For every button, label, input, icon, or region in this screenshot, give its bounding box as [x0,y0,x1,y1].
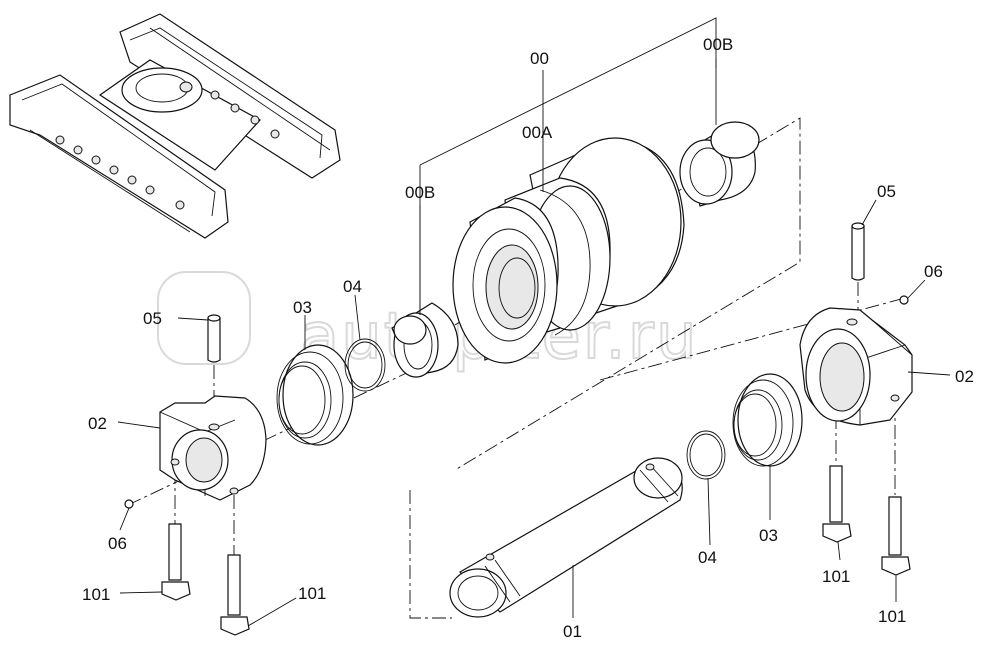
label-roller: 00A [522,123,553,142]
label-seal-right: 03 [759,526,778,545]
label-plug-right: 06 [924,262,943,281]
label-bolt-b: 101 [298,584,326,603]
bolt-d [881,496,911,576]
label-pin-left: 05 [143,309,162,328]
label-seal-left: 03 [293,298,312,317]
collar-right [799,307,913,426]
label-collar-right: 02 [955,367,974,386]
plug-left [124,499,134,509]
bushing-right [679,121,760,207]
bolt-c [822,465,852,543]
label-assembly: 00 [530,49,549,68]
guide-line-bottom [409,490,452,619]
pin-right [851,222,865,281]
label-bushing-left: 00B [405,183,435,202]
oring-left [344,338,386,392]
callout-labels: 00 00A 00B 00B 01 02 02 03 03 04 04 05 0… [82,35,974,641]
shaft [449,457,683,618]
bushing-left [391,302,459,378]
label-bolt-d: 101 [878,607,906,626]
label-bolt-c: 101 [822,567,850,586]
seal-left [276,344,354,446]
label-bolt-a: 101 [82,585,110,604]
bolt-b [220,554,250,636]
label-bushing-top: 00B [703,35,733,54]
roller [452,137,685,364]
label-oring-right: 04 [698,548,717,567]
label-collar-left: 02 [88,414,107,433]
plug-right [899,295,909,305]
label-shaft: 01 [563,622,582,641]
label-oring-left: 04 [343,277,362,296]
bolt-a [161,523,191,601]
pin-left [207,314,221,363]
track-frame-thumbnail [9,13,341,239]
label-pin-right: 05 [877,182,896,201]
label-plug-left: 06 [108,534,127,553]
seal-right [732,373,803,467]
leader-lines [117,17,951,627]
oring-right [686,430,726,480]
collar-left [159,395,267,501]
